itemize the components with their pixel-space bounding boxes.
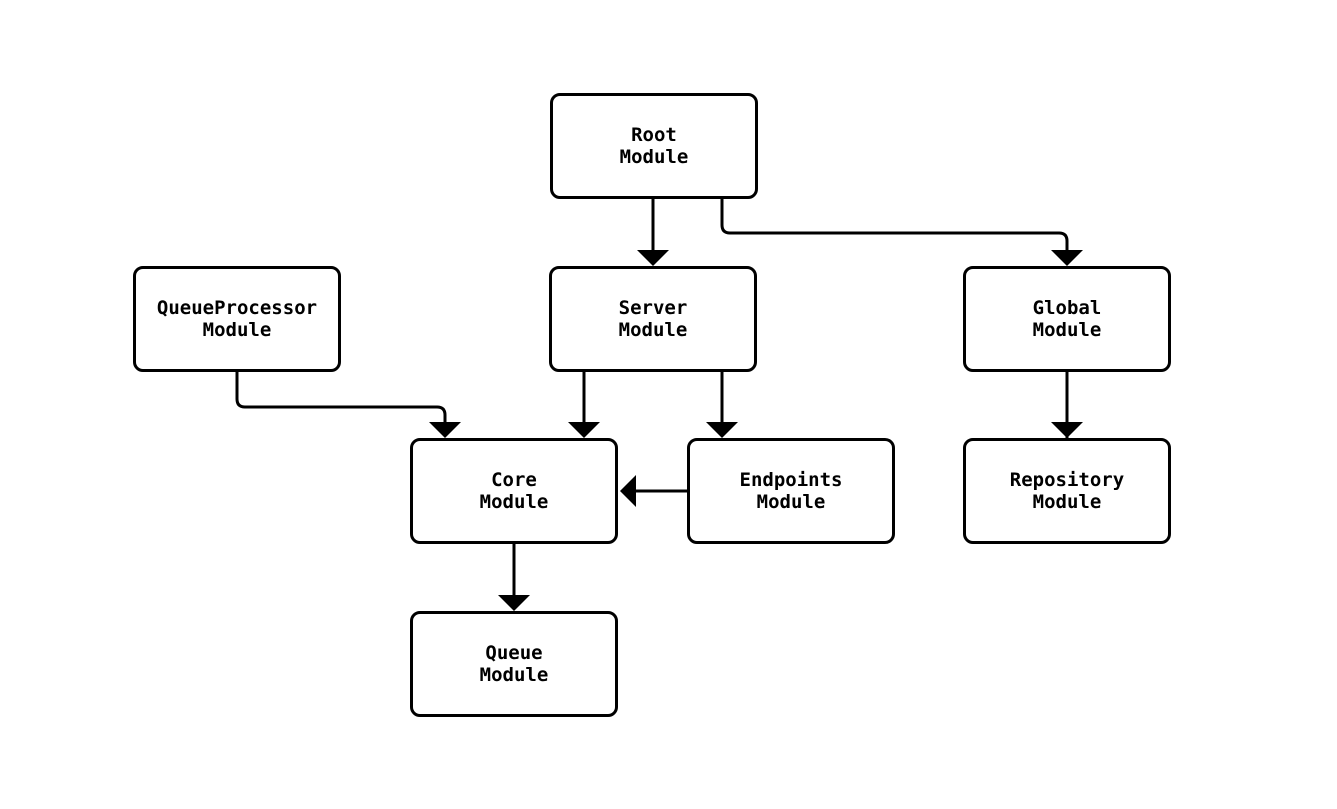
edge-endpoints-to-core xyxy=(620,475,688,507)
node-core-module: Core Module xyxy=(410,438,618,544)
node-global-module: Global Module xyxy=(963,266,1171,372)
node-endpoints-module-label: Endpoints Module xyxy=(739,469,843,513)
node-queueprocessor-module-label: QueueProcessor Module xyxy=(156,297,318,341)
edge-root-to-server xyxy=(637,197,669,266)
edge-queueprocessor-to-core xyxy=(235,371,461,438)
node-root-module-label: Root Module xyxy=(619,124,689,168)
node-repository-module-label: Repository Module xyxy=(1009,469,1125,513)
edge-core-to-queue xyxy=(498,543,530,611)
node-root-module: Root Module xyxy=(550,93,758,199)
edge-server-to-core xyxy=(568,371,600,438)
edge-root-to-global xyxy=(720,197,1083,266)
node-repository-module: Repository Module xyxy=(963,438,1171,544)
node-endpoints-module: Endpoints Module xyxy=(687,438,895,544)
node-core-module-label: Core Module xyxy=(479,469,549,513)
node-server-module: Server Module xyxy=(549,266,757,372)
node-server-module-label: Server Module xyxy=(618,297,688,341)
node-queue-module: Queue Module xyxy=(410,611,618,717)
node-queue-module-label: Queue Module xyxy=(479,642,549,686)
node-global-module-label: Global Module xyxy=(1032,297,1102,341)
node-queueprocessor-module: QueueProcessor Module xyxy=(133,266,341,372)
edge-server-to-endpoints xyxy=(706,371,738,438)
